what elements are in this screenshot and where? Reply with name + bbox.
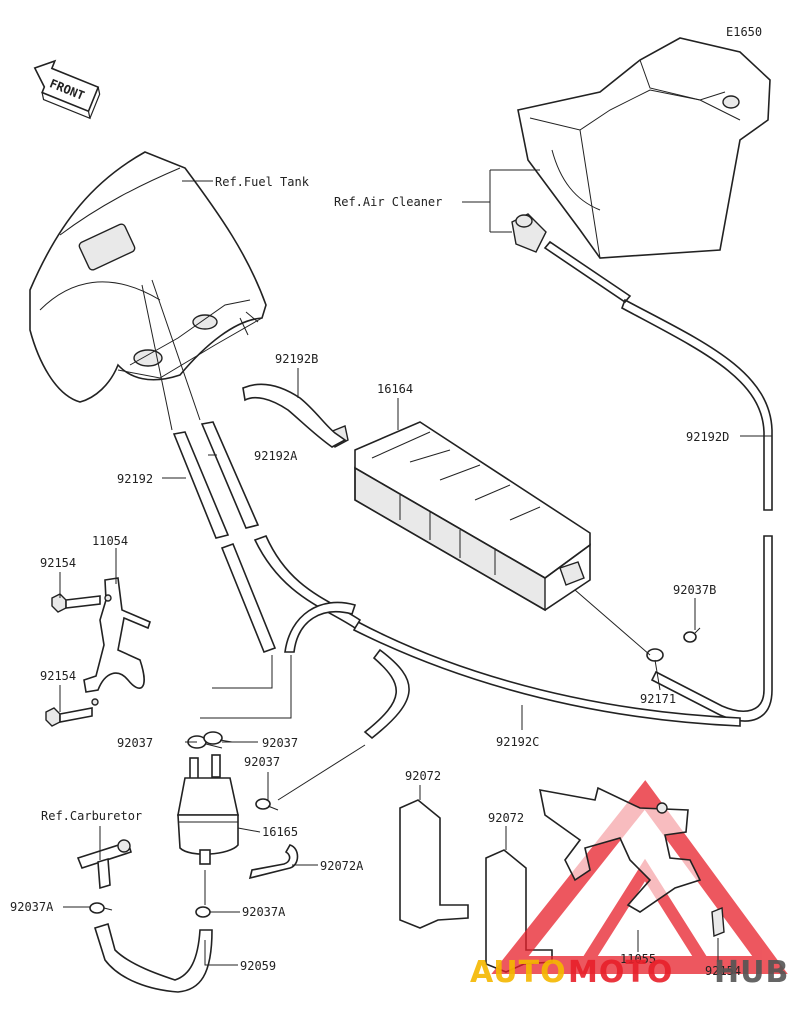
watermark-logo <box>491 780 788 974</box>
bracket-11054 <box>83 577 151 706</box>
hose-to-filter <box>363 648 410 740</box>
hose-92192d <box>543 240 773 511</box>
bolt-92154-lower <box>45 707 93 727</box>
holder-92072-a <box>399 799 469 929</box>
front-arrow-icon: FRONT <box>33 59 101 120</box>
label-16164: 16164 <box>377 382 413 396</box>
clamp-92037b <box>683 627 701 643</box>
fuel-filter-16165 <box>177 754 239 865</box>
label-92154-lower: 92154 <box>40 669 76 683</box>
leader-lines <box>59 368 772 966</box>
label-92192: 92192 <box>117 472 153 486</box>
label-92037a-left: 92037A <box>10 900 54 914</box>
label-92192a: 92192A <box>254 449 298 463</box>
watermark-part-hub: HUB <box>714 955 789 990</box>
bolt-92154-upper <box>51 593 101 613</box>
label-92192b: 92192B <box>275 352 318 366</box>
label-92072a: 92072A <box>320 859 364 873</box>
hose-92059 <box>93 922 213 993</box>
hose-loop <box>284 601 357 653</box>
label-92037b: 92037B <box>673 583 716 597</box>
band-92072a <box>248 844 299 880</box>
fuel-tank <box>29 151 267 403</box>
hose-92192a <box>200 421 260 529</box>
clamp-92037a-left <box>89 902 113 914</box>
label-11055: 11055 <box>620 952 656 966</box>
air-cleaner-leader <box>462 169 540 233</box>
label-11054: 11054 <box>92 534 128 548</box>
bracket-11055 <box>538 786 725 938</box>
label-ref-fuel-tank: Ref.Fuel Tank <box>215 175 310 189</box>
label-92037-upper: 92037 <box>244 755 280 769</box>
label-92072-right: 92072 <box>488 811 524 825</box>
label-16165: 16165 <box>262 825 298 839</box>
label-92154-right: 92154 <box>705 964 741 978</box>
label-92037a-right: 92037A <box>242 905 286 919</box>
watermark-part-moto: MOTO <box>568 955 673 990</box>
hose-92192c-upper <box>650 535 773 722</box>
label-92059: 92059 <box>240 959 276 973</box>
label-92192c: 92192C <box>496 735 539 749</box>
label-ref-carburetor: Ref.Carburetor <box>41 809 142 823</box>
label-92154-upper: 92154 <box>40 556 76 570</box>
carburetor-fitting <box>76 839 132 890</box>
watermark-text: AUTO MOTO HUB <box>470 955 789 990</box>
label-92037-right: 92037 <box>262 736 298 750</box>
hose-92192b <box>242 383 347 448</box>
canister-16164 <box>329 421 591 612</box>
tank-fittings <box>141 279 201 431</box>
hose-lower-pair <box>220 534 362 654</box>
label-92072-left: 92072 <box>405 769 441 783</box>
diagram-code: E1650 <box>726 25 762 39</box>
label-ref-air-cleaner: Ref.Air Cleaner <box>334 195 442 209</box>
label-92192d: 92192D <box>686 430 729 444</box>
air-cleaner <box>511 37 771 259</box>
hose-92192c <box>352 620 741 727</box>
watermark-part-auto: AUTO <box>470 955 567 990</box>
clamp-92037-right <box>255 798 279 811</box>
label-92037-left: 92037 <box>117 736 153 750</box>
label-92171: 92171 <box>640 692 676 706</box>
clamp-92037-pair <box>187 731 233 749</box>
hose-92192 <box>172 431 230 539</box>
